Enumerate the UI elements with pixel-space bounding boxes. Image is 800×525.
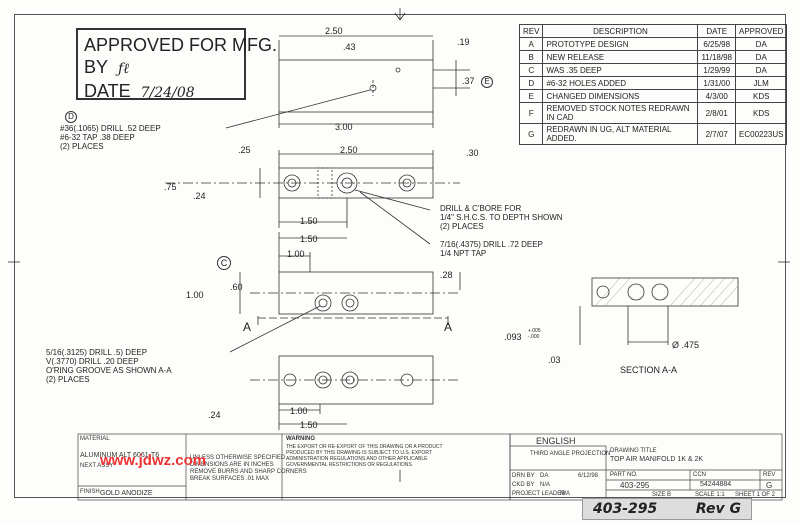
scale-label: SCALE 1:1 <box>695 492 725 498</box>
dim-30: .30 <box>466 148 479 158</box>
npt-note: 7/16(.4375) DRILL .72 DEEP 1/4 NPT TAP <box>440 240 543 258</box>
tolerance-note: UNLESS OTHERWISE SPECIFIED DIMENSIONS AR… <box>190 455 307 482</box>
part-no-label: PART NO. <box>610 472 638 478</box>
dim-2-50-top: 2.50 <box>325 26 343 36</box>
approved-cell: EC00223US <box>734 123 788 145</box>
dim-60: .60 <box>230 282 243 292</box>
dim-1-50-bottom: 1.50 <box>300 420 318 430</box>
drawing-title-label: DRAWING TITLE <box>610 448 657 454</box>
part-no-value: 403-295 <box>620 481 650 490</box>
stamp-signature: ƒℓ <box>118 61 130 77</box>
drill-tap-note: #36(.1065) DRILL .52 DEEP #6-32 TAP .38 … <box>60 124 161 151</box>
dim-diameter: Ø .475 <box>672 340 700 350</box>
revision-header-row: REV DESCRIPTION DATE APPROVED <box>518 24 788 38</box>
watermark: www.jdwz.com <box>100 452 207 469</box>
dim-1-50-c: 1.50 <box>300 234 318 244</box>
callout-c: C <box>217 256 231 270</box>
stamp-by-label: BY <box>84 57 109 77</box>
dim-19: .19 <box>457 37 470 47</box>
material-label: MATERIAL <box>80 436 110 442</box>
dim-03: .03 <box>548 355 561 365</box>
export-warning-title: WARNING <box>286 436 315 442</box>
document-revision: Rev G <box>695 501 741 517</box>
sheet-label: SHEET 1 OF 2 <box>735 492 775 498</box>
finish-label: FINISH <box>80 489 100 495</box>
dim-75: .75 <box>164 182 177 192</box>
stamp-date-label: DATE <box>84 81 131 101</box>
dim-43: .43 <box>343 42 356 52</box>
dim-24-bottom: .24 <box>208 410 221 420</box>
callout-e: E <box>481 76 493 88</box>
stamp-title: APPROVED FOR MFG. <box>84 35 278 55</box>
drawn-date: 6/12/98 <box>578 473 599 479</box>
rev-value: G <box>766 481 773 490</box>
dim-1-00-bottom: 1.00 <box>290 406 308 416</box>
dim-3-00: 3.00 <box>335 122 353 132</box>
dim-37: .37 <box>462 76 475 86</box>
size-label: SIZE B <box>652 492 672 498</box>
section-a-left: A <box>243 320 252 334</box>
projection-label: THIRD ANGLE PROJECTION <box>530 451 611 457</box>
dim-tolerance: +.005 -.000 <box>528 328 541 340</box>
export-warning-text: THE EXPORT OR RE-EXPORT OF THIS DRAWING … <box>286 444 443 468</box>
section-a-right: A <box>444 320 453 334</box>
document-part-number: 403-295 <box>593 501 658 517</box>
callout-d: D <box>65 111 77 123</box>
cbore-note: DRILL & C'BORE FOR 1/4" S.H.C.S. TO DEPT… <box>440 204 563 231</box>
approved-cell: KDS <box>734 89 788 103</box>
project-leader-value: N/A <box>560 491 571 497</box>
rev-label: REV <box>763 472 776 478</box>
rev-cell: G <box>518 123 544 145</box>
material-value: ALUMINUM ALT 6061-T6 <box>80 452 160 459</box>
checked-by-value: N/A <box>540 482 551 488</box>
dim-24-mid: .24 <box>193 191 206 201</box>
drawing-title: TOP AIR MANIFOLD 1K & 2K <box>610 456 704 463</box>
desc-cell: REDRAWN IN UG, ALT MATERIAL ADDED. <box>542 123 699 145</box>
dim-1-00-height: 1.00 <box>186 290 204 300</box>
project-leader-label: PROJECT LEADER <box>512 491 566 497</box>
document-number-tab: 403-295 Rev G <box>582 498 752 520</box>
dim-25: .25 <box>238 145 251 155</box>
oring-note: 5/16(.3125) DRILL .5) DEEP V(.3770) DRIL… <box>46 348 172 384</box>
units-label: ENGLISH <box>536 436 576 446</box>
dim-1-00-c: 1.00 <box>287 249 305 259</box>
dim-093: .093 <box>504 332 522 342</box>
next-assy-label: NEXT ASSY <box>80 463 114 469</box>
ccn-value: 54244884 <box>700 481 732 488</box>
stamp-date-value: 7/24/08 <box>140 85 195 101</box>
drawn-by-value: DA <box>540 473 549 479</box>
checked-by-label: CKD BY <box>512 482 535 488</box>
finish-value: GOLD ANODIZE <box>100 490 153 497</box>
section-label: SECTION A-A <box>620 365 678 375</box>
drawn-by-label: DRN BY <box>512 473 535 479</box>
dim-1-50-mid: 1.50 <box>300 216 318 226</box>
ccn-label: CCN <box>693 472 706 478</box>
approval-stamp: APPROVED FOR MFG. BY ƒℓ DATE 7/24/08 <box>76 28 278 101</box>
dim-28: .28 <box>440 270 453 280</box>
dim-2-50-mid: 2.50 <box>340 145 358 155</box>
